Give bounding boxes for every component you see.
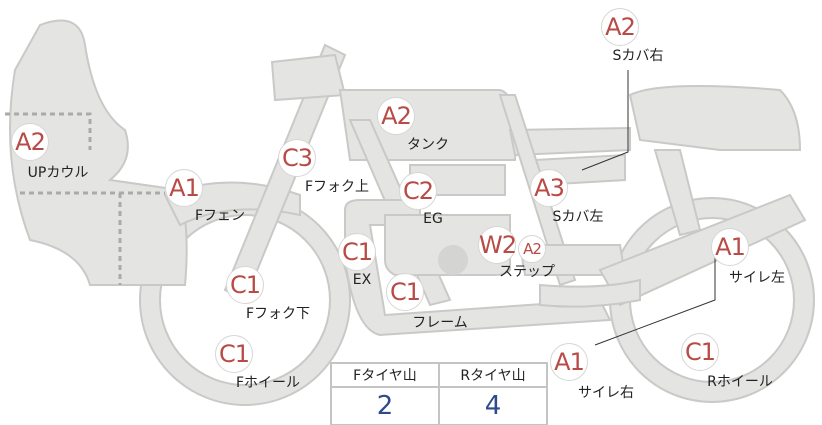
grade-badge-silencer-right: A1 [550,343,588,381]
grade-badge-silencer-left: A1 [711,228,749,266]
grade-badge-f-wheel: C1 [215,335,253,373]
label-frame: フレーム [412,315,468,331]
rear-tyre-header: Rタイヤ山 [438,362,548,388]
label-tank: タンク [407,137,449,153]
label-f-fork-upper: Fフォク上 [304,179,370,195]
grade-badge-frame: C1 [386,273,424,311]
grade-badge-s-cover-left: A3 [530,169,568,207]
label-exhaust: EX [352,272,372,288]
label-engine: EG [423,211,443,227]
grade-badge-r-wheel: C1 [681,333,719,371]
grade-badge-tank: A2 [377,97,415,135]
label-silencer-right: サイレ右 [578,385,634,401]
label-step: ステップ [499,264,555,280]
grade-badge-f-fork-lower: C1 [226,266,264,304]
grade-badge-engine: C2 [399,172,437,210]
grade-badge-f-fender: A1 [165,169,203,207]
label-f-fender: Fフェン [194,208,246,224]
seat-shape [628,85,802,151]
front-tyre-header: Fタイヤ山 [330,362,440,388]
label-f-wheel: Fホイール [235,375,301,391]
grade-badge-up-cowl: A2 [11,123,49,161]
label-r-wheel: Rホイール [707,374,773,390]
rear-tyre-value: 4 [438,386,548,425]
front-tyre-value: 2 [330,386,440,425]
grade-badge-exhaust: C1 [338,233,376,271]
grade-badge-step-secondary: A2 [518,235,546,263]
label-s-cover-left: Sカバ左 [552,209,604,225]
label-silencer-left: サイレ左 [729,270,785,286]
grade-badge-step: W2 [478,226,517,264]
grade-badge-f-fork-upper: C3 [278,139,316,177]
label-f-fork-lower: Fフォク下 [245,306,311,322]
label-s-cover-right: Sカバ右 [612,48,664,64]
grade-badge-s-cover-right: A2 [601,8,639,46]
engine-shape [384,214,511,276]
label-up-cowl: UPカウル [27,165,89,181]
